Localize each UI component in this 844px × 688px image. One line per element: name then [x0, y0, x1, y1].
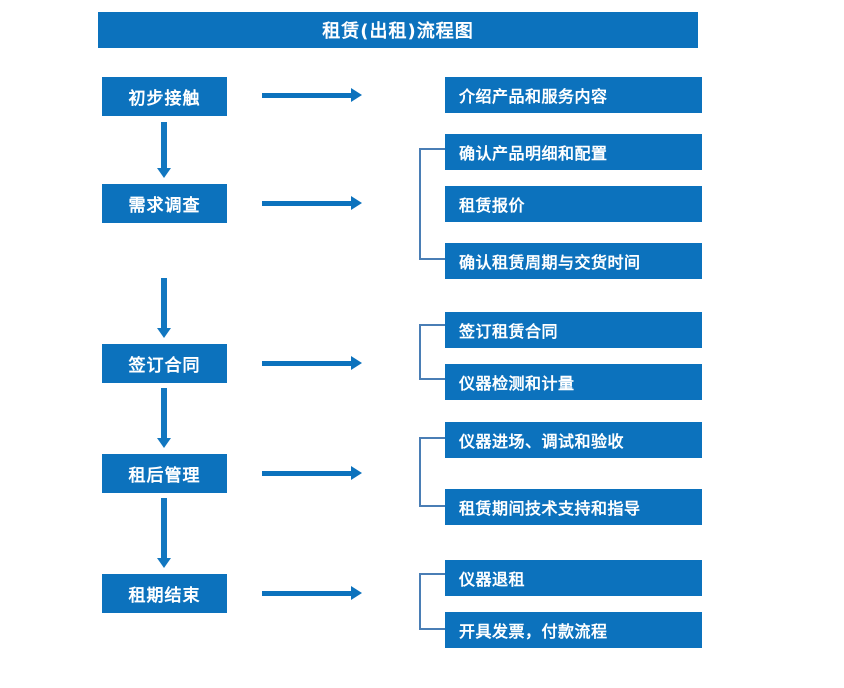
- detail-box-4[interactable]: 确认租赁周期与交货时间: [445, 243, 702, 279]
- stage-box-5[interactable]: 租期结束: [102, 574, 227, 613]
- arrow-head-icon: [351, 356, 362, 370]
- vertical-arrow-4: [157, 498, 171, 568]
- group-bracket-2: [419, 324, 445, 380]
- detail-box-8[interactable]: 租赁期间技术支持和指导: [445, 489, 702, 525]
- detail-box-9[interactable]: 仪器退租: [445, 560, 702, 596]
- horizontal-arrow-2: [262, 196, 362, 210]
- group-bracket-3: [419, 437, 445, 507]
- vertical-arrow-2: [157, 278, 171, 338]
- stage-box-1[interactable]: 初步接触: [102, 77, 227, 116]
- arrow-shaft: [262, 471, 352, 476]
- vertical-arrow-1: [157, 122, 171, 178]
- arrow-head-icon: [157, 168, 171, 178]
- detail-box-5[interactable]: 签订租赁合同: [445, 312, 702, 348]
- detail-box-7[interactable]: 仪器进场、调试和验收: [445, 422, 702, 458]
- detail-box-6[interactable]: 仪器检测和计量: [445, 364, 702, 400]
- arrow-shaft: [161, 498, 167, 559]
- stage-box-2[interactable]: 需求调查: [102, 184, 227, 223]
- horizontal-arrow-4: [262, 466, 362, 480]
- group-bracket-1: [419, 148, 445, 260]
- horizontal-arrow-5: [262, 586, 362, 600]
- arrow-shaft: [161, 278, 167, 329]
- arrow-head-icon: [351, 586, 362, 600]
- arrow-shaft: [262, 361, 352, 366]
- stage-box-3[interactable]: 签订合同: [102, 344, 227, 383]
- arrow-head-icon: [351, 196, 362, 210]
- detail-box-2[interactable]: 确认产品明细和配置: [445, 134, 702, 170]
- arrow-head-icon: [157, 438, 171, 448]
- arrow-shaft: [161, 122, 167, 169]
- arrow-shaft: [161, 388, 167, 439]
- stage-box-4[interactable]: 租后管理: [102, 454, 227, 493]
- arrow-head-icon: [351, 88, 362, 102]
- arrow-shaft: [262, 93, 352, 98]
- group-bracket-4: [419, 573, 445, 630]
- horizontal-arrow-1: [262, 88, 362, 102]
- arrow-head-icon: [157, 558, 171, 568]
- arrow-head-icon: [351, 466, 362, 480]
- vertical-arrow-3: [157, 388, 171, 448]
- arrow-shaft: [262, 591, 352, 596]
- detail-box-1[interactable]: 介绍产品和服务内容: [445, 77, 702, 113]
- page-title: 租赁(出租)流程图: [98, 12, 698, 48]
- horizontal-arrow-3: [262, 356, 362, 370]
- arrow-head-icon: [157, 328, 171, 338]
- detail-box-10[interactable]: 开具发票，付款流程: [445, 612, 702, 648]
- detail-box-3[interactable]: 租赁报价: [445, 186, 702, 222]
- arrow-shaft: [262, 201, 352, 206]
